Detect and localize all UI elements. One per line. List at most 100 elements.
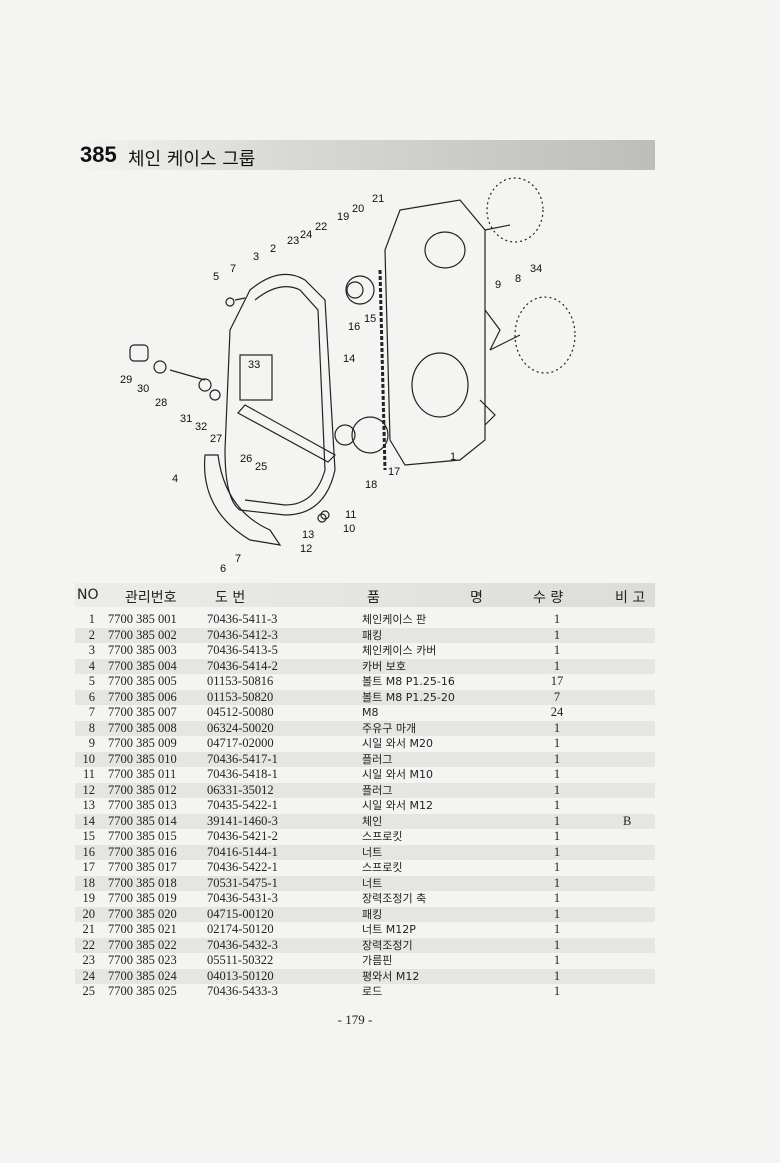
callout-33: 33 (248, 359, 260, 371)
table-header: NO 관리번호 도 번 품 명 수 량 비 고 (75, 583, 655, 607)
page-number: - 179 - (337, 1012, 373, 1027)
row-drawing-number: 39141-1460-3 (207, 813, 278, 828)
row-qty: 1 (553, 627, 561, 642)
header-no: NO (77, 587, 99, 603)
row-mgmt-number: 7700 385 006 (108, 689, 177, 704)
row-drawing-number: 70436-5433-3 (207, 984, 278, 998)
row-drawing-number: 06324-50020 (207, 720, 274, 735)
row-drawing-number: 70436-5422-1 (207, 860, 278, 874)
row-no: 10 (82, 751, 96, 766)
header-qty: 수 량 (533, 590, 564, 606)
row-mgmt-number: 7700 385 010 (108, 751, 177, 766)
row-qty: 1 (553, 782, 561, 797)
row-mgmt-number: 7700 385 014 (108, 813, 177, 828)
row-part-name: M8 (362, 706, 379, 719)
row-no: 24 (82, 968, 96, 983)
row-drawing-number: 04715-00120 (207, 906, 274, 921)
row-mgmt-number: 7700 385 002 (108, 627, 177, 642)
row-no: 21 (82, 922, 96, 936)
row-drawing-number: 04717-02000 (207, 736, 274, 750)
row-part-name: 시일 와서 M12 (362, 799, 433, 812)
row-no: 18 (82, 875, 96, 890)
callout-28: 28 (155, 397, 167, 409)
row-no: 2 (88, 627, 95, 642)
row-mgmt-number: 7700 385 018 (108, 875, 177, 890)
row-mgmt-number: 7700 385 009 (108, 736, 177, 750)
callout-13: 13 (302, 529, 314, 541)
callout-18: 18 (365, 479, 377, 491)
row-part-name: 가름핀 (362, 954, 393, 967)
row-no: 17 (82, 860, 96, 874)
callout-7b: 7 (235, 553, 241, 565)
row-no: 7 (88, 705, 95, 719)
row-drawing-number: 05511-50322 (207, 953, 274, 967)
row-part-name: 장력조정기 (362, 938, 413, 952)
row-part-name: 시일 와서 M20 (362, 737, 433, 750)
row-no: 19 (82, 891, 96, 905)
section-title-bar (75, 140, 655, 170)
row-no: 4 (88, 658, 95, 673)
header-mgmt-number: 관리번호 (125, 590, 177, 606)
callout-8: 8 (515, 273, 521, 285)
callout-31: 31 (180, 413, 192, 425)
callout-25: 25 (255, 461, 267, 473)
row-mgmt-number: 7700 385 019 (108, 891, 177, 905)
row-qty: 1 (553, 658, 561, 673)
row-mgmt-number: 7700 385 025 (108, 984, 177, 998)
row-drawing-number: 70436-5421-2 (207, 829, 278, 843)
callout-30: 30 (137, 383, 149, 395)
row-drawing-number: 04013-50120 (207, 968, 274, 983)
row-qty: 1 (553, 829, 561, 843)
row-no: 6 (88, 689, 95, 704)
row-part-name: 볼트 M8 P1.25-16 (362, 675, 455, 688)
row-no: 9 (88, 736, 95, 750)
callout-34: 34 (530, 263, 542, 275)
row-mgmt-number: 7700 385 007 (108, 705, 177, 719)
row-qty: 1 (553, 798, 561, 812)
row-qty: 1 (553, 953, 561, 967)
row-qty: 1 (553, 891, 561, 905)
row-no: 23 (82, 953, 96, 967)
row-mgmt-number: 7700 385 001 (108, 612, 177, 626)
callout-6: 6 (220, 563, 226, 575)
row-mgmt-number: 7700 385 024 (108, 968, 177, 983)
row-part-name: 평와서 M12 (362, 969, 420, 983)
row-mgmt-number: 7700 385 008 (108, 720, 177, 735)
callout-1: 1 (450, 451, 456, 463)
row-drawing-number: 70531-5475-1 (207, 875, 278, 890)
row-qty: 1 (553, 720, 561, 735)
row-drawing-number: 01153-50820 (207, 689, 274, 704)
exploded-parts-diagram: 1 2 3 4 5 6 7 7 8 9 10 11 12 13 14 15 16… (120, 177, 576, 575)
row-drawing-number: 06331-35012 (207, 782, 274, 797)
row-no: 20 (82, 906, 96, 921)
row-remark: B (623, 813, 632, 828)
row-mgmt-number: 7700 385 017 (108, 860, 177, 874)
row-mgmt-number: 7700 385 020 (108, 906, 177, 921)
row-qty: 24 (550, 705, 564, 719)
row-no: 25 (82, 984, 96, 998)
row-drawing-number: 70416-5144-1 (207, 844, 278, 859)
row-part-name: 볼트 M8 P1.25-20 (362, 690, 455, 704)
row-qty: 1 (553, 875, 561, 890)
row-mgmt-number: 7700 385 005 (108, 674, 177, 688)
row-mgmt-number: 7700 385 015 (108, 829, 177, 843)
row-qty: 1 (553, 860, 561, 874)
cover-guard (203, 454, 282, 546)
row-qty: 1 (553, 906, 561, 921)
row-mgmt-number: 7700 385 016 (108, 844, 177, 859)
row-qty: 1 (553, 968, 561, 983)
section-title: 체인 케이스 그룹 (128, 149, 256, 170)
